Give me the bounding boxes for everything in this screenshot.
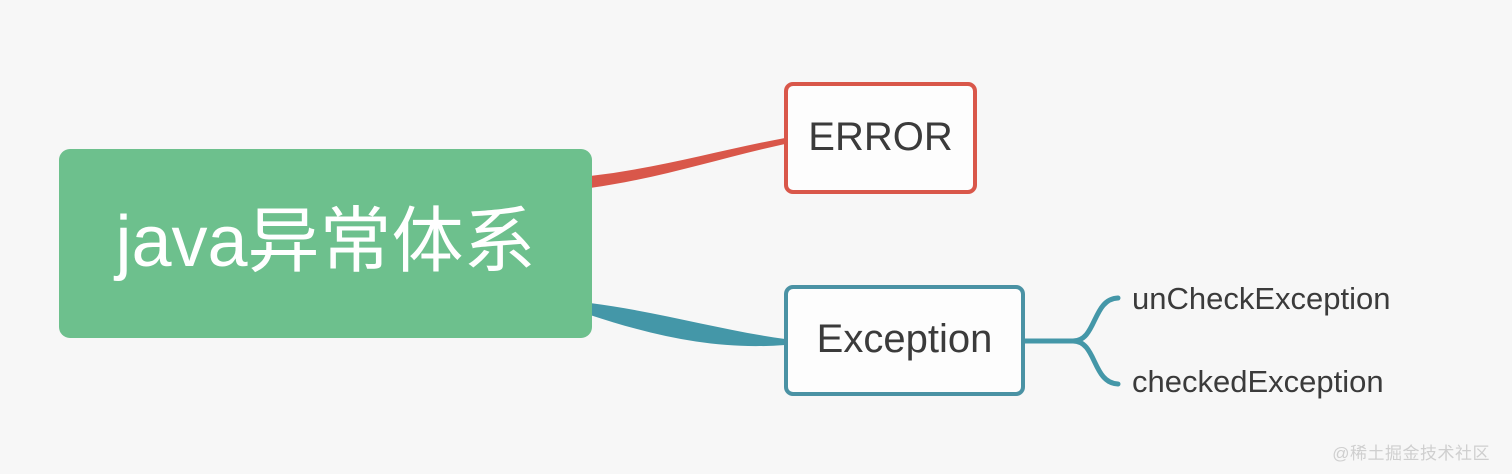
- connector-root-to-error: [590, 138, 785, 188]
- root-node[interactable]: java异常体系: [59, 149, 592, 338]
- connector-root-to-exception: [590, 303, 785, 347]
- root-node-label: java异常体系: [115, 201, 536, 282]
- watermark: @稀土掘金技术社区: [1332, 444, 1490, 463]
- branch-node-exception[interactable]: Exception: [784, 285, 1025, 396]
- leaf-node-checkedexception[interactable]: checkedException: [1132, 364, 1384, 399]
- branch-node-exception-label: Exception: [816, 317, 993, 361]
- branch-node-error-label: ERROR: [808, 114, 953, 159]
- connector-exception-to-unchecked: [1070, 295, 1121, 344]
- branch-node-error[interactable]: ERROR: [784, 82, 977, 194]
- connector-exception-to-checked: [1070, 338, 1121, 387]
- leaf-node-uncheckexception[interactable]: unCheckException: [1132, 281, 1391, 316]
